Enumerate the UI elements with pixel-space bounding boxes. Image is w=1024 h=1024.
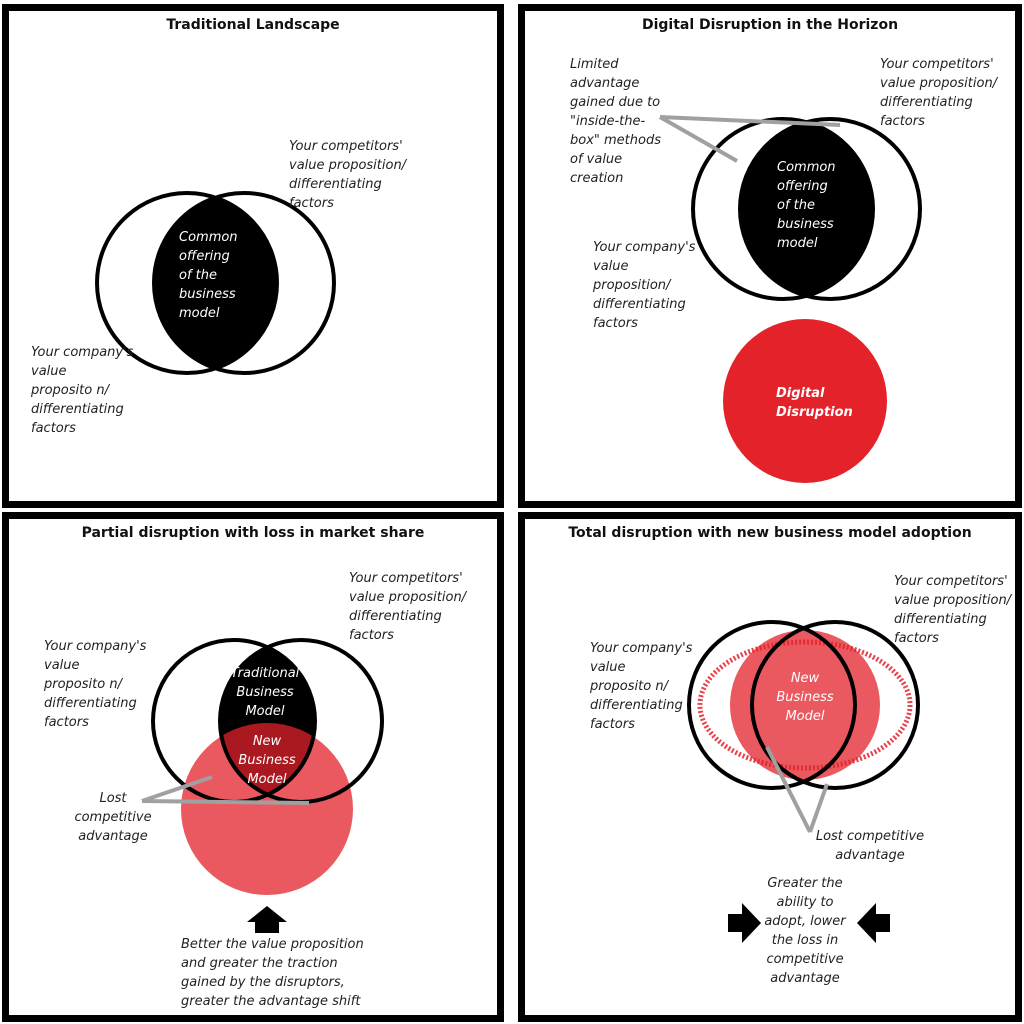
competitors-label: Your competitors' value proposition/ dif… <box>894 574 1012 646</box>
company-label: Your company's value proposito n/ differ… <box>31 345 134 436</box>
panel-total-disruption: Total disruption with new business model… <box>518 512 1022 1022</box>
competitor-circle <box>152 191 336 375</box>
venn-diagram <box>95 191 336 375</box>
panel-title: Partial disruption with loss in market s… <box>81 525 425 541</box>
lens-common-offering <box>154 193 277 373</box>
better-value-label: Better the value proposition and greater… <box>181 937 364 1009</box>
digital-disruption-label: Digital Disruption <box>776 386 853 420</box>
disruption-ring <box>697 639 913 771</box>
new-model-label: New Business Model <box>238 734 296 787</box>
company-label: Your company's value proposito n/ differ… <box>44 639 147 730</box>
panel-title: Digital Disruption in the Horizon <box>641 17 899 33</box>
panel-title: Total disruption with new business model… <box>568 525 972 541</box>
company-label: Your company's value proposition/ differ… <box>593 240 696 331</box>
limited-advantage-pointer <box>659 115 841 163</box>
right-arrow-icon <box>728 903 761 943</box>
company-label: Your company's value proposito n/ differ… <box>590 641 693 732</box>
competitors-label: Your competitors' value proposition/ dif… <box>880 57 998 129</box>
company-circle <box>687 620 857 790</box>
traditional-model-label: Traditional Business Model <box>230 666 300 719</box>
lens-common-offering <box>740 119 873 299</box>
company-circle <box>691 117 875 301</box>
panel-partial-disruption: Partial disruption with loss in market s… <box>2 512 504 1022</box>
left-arrow-icon <box>857 903 890 943</box>
lost-advantage-pointer <box>141 775 310 805</box>
competitors-label: Your competitors' value proposition/ dif… <box>289 139 407 211</box>
venn-diagram <box>141 638 384 933</box>
lost-advantage-pointer <box>765 746 829 833</box>
lost-advantage-label: Lost competitive advantage <box>74 791 152 844</box>
common-offering-label: Common offering of the business model <box>179 230 238 321</box>
panel-traditional-landscape: Traditional Landscape Your competitors' … <box>2 4 504 508</box>
competitor-circle <box>738 117 922 301</box>
competitors-label: Your competitors' value proposition/ dif… <box>349 571 467 643</box>
greater-ability-label: Greater the ability to adopt, lower the … <box>764 876 846 986</box>
venn-diagram <box>687 620 920 943</box>
panel-title: Traditional Landscape <box>166 17 340 33</box>
up-arrow-icon <box>247 906 287 933</box>
new-business-model-circle <box>181 723 353 895</box>
lost-advantage-label: Lost competitive advantage <box>815 829 925 863</box>
common-offering-label: Common offering of the business model <box>777 160 836 251</box>
company-circle <box>95 191 279 375</box>
panel-digital-disruption-horizon: Digital Disruption in the Horizon Limite… <box>518 4 1022 508</box>
new-business-model-circle <box>730 630 880 780</box>
limited-advantage-label: Limited advantage gained due to "inside-… <box>570 57 661 186</box>
competitor-circle <box>750 620 920 790</box>
venn-diagram <box>659 115 922 483</box>
new-model-label: New Business Model <box>776 671 834 724</box>
digital-disruption-circle <box>723 319 887 483</box>
